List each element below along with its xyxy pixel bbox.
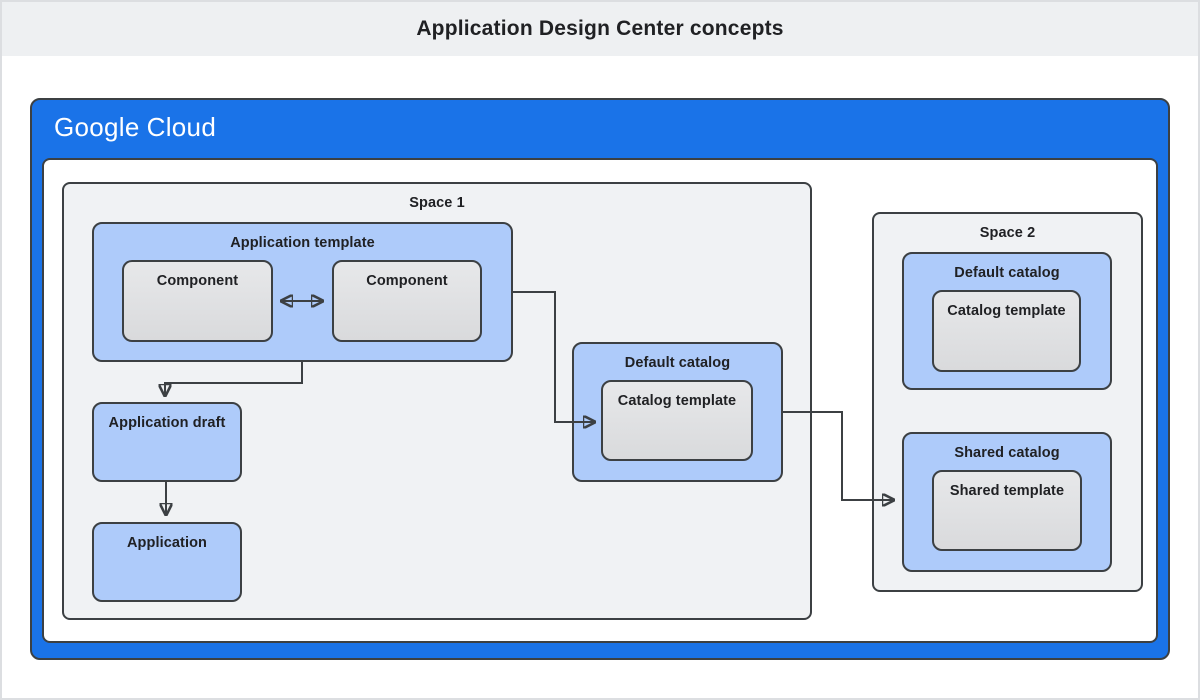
space2-default-catalog-label: Default catalog [954,265,1060,281]
space1-catalog-template-label: Catalog template [617,393,737,409]
space1-default-catalog-label: Default catalog [624,355,731,371]
component-box: Component [332,260,482,342]
application-draft-box: Application draft [92,402,242,482]
application-draft-label: Application draft [108,415,226,431]
application-label: Application [126,535,208,551]
space1-catalog-template-box: Catalog template [601,380,753,461]
application-template-label: Application template [230,235,375,251]
space2-catalog-template-box: Catalog template [932,290,1081,372]
space2-catalog-template-label: Catalog template [947,303,1066,319]
application-box: Application [92,522,242,602]
component-label: Component [156,273,239,289]
page-title: Application Design Center concepts [416,17,784,40]
component-label: Component [366,273,448,289]
title-band: Application Design Center concepts [2,2,1198,56]
brand-google-text: Google [54,112,140,142]
space1-label: Space 1 [409,195,465,211]
space2-shared-catalog-label: Shared catalog [954,445,1060,461]
space2-shared-template-box: Shared template [932,470,1082,551]
space2-shared-template-label: Shared template [949,483,1065,499]
component-box: Component [122,260,273,342]
brand-cloud-text: Cloud [146,112,217,142]
space2-label: Space 2 [979,225,1036,241]
